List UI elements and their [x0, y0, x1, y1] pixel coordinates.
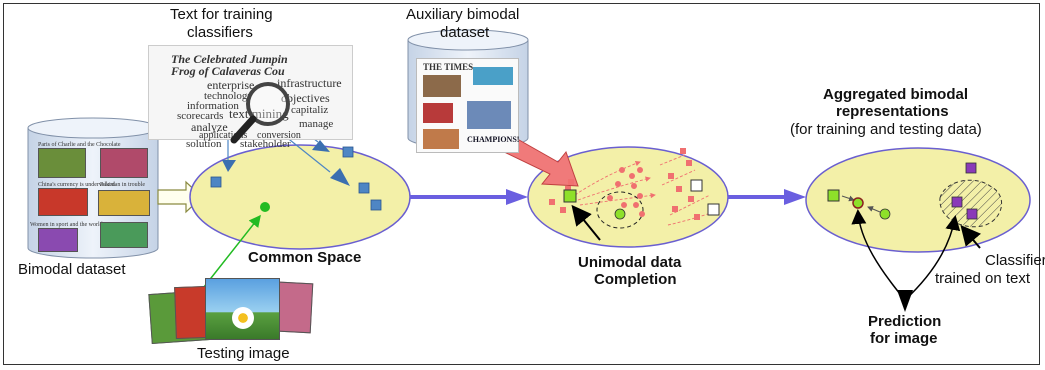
connector-arrow-2	[728, 189, 806, 205]
aggregate-arrow	[867, 206, 881, 213]
label-bimodal-dataset: Bimodal dataset	[18, 261, 126, 278]
word-cloud-word: infrastructure	[277, 76, 342, 90]
testing-image-photo	[205, 278, 280, 340]
label-unimodal: Completion	[594, 271, 677, 288]
word-cloud-word: objectives	[281, 91, 330, 105]
text-point	[210, 176, 222, 188]
dataset-caption: China's currency is undervalued	[38, 182, 115, 188]
text-to-space-arrowhead	[222, 160, 236, 172]
label-text-for-training: Text for training	[170, 6, 273, 23]
label-testing-image: Testing image	[197, 345, 290, 362]
text-to-space-arrowhead	[330, 168, 350, 186]
dataset-image	[100, 222, 148, 248]
newspaper-headline: CHAMPIONS!	[467, 135, 520, 144]
lime-query-point	[827, 189, 840, 202]
dashed-neighborhood	[596, 191, 644, 229]
word-cloud-word: stakeholder	[240, 138, 291, 150]
word-cloud-word: analyze	[191, 120, 228, 134]
dataset-caption: Women in sport and the world	[30, 222, 103, 228]
aggregate-arrow	[841, 195, 855, 202]
word-cloud-word: applications	[199, 130, 248, 141]
word-cloud-word: information	[187, 100, 239, 112]
lime-image-point	[614, 208, 626, 220]
connector-arrow-1	[410, 189, 528, 205]
auxiliary-arrow	[499, 135, 579, 187]
label-classifier: Classifier	[985, 252, 1045, 269]
red-completion-arcs	[574, 154, 715, 226]
label-unimodal: Unimodal data	[578, 254, 682, 271]
lime-query-point	[563, 189, 577, 203]
label-auxiliary: Auxiliary bimodal	[406, 6, 520, 23]
purple-point	[965, 162, 977, 174]
label-prediction: Prediction	[868, 313, 942, 330]
completion-pointer-arrow	[571, 204, 601, 241]
newspaper-masthead: THE TIMES	[423, 62, 474, 72]
newspaper-headline: Frog of Calaveras Cou	[171, 64, 285, 78]
word-cloud-word: solution	[186, 138, 222, 150]
word-cloud-word: text mining	[229, 106, 289, 121]
dataset-image	[100, 148, 148, 178]
label-prediction: for image	[870, 330, 938, 347]
text-to-space-arrowhead	[312, 140, 330, 152]
prediction-arrow-right	[904, 215, 961, 301]
classifier-pointer-arrow	[960, 224, 981, 249]
dataset-image	[38, 228, 78, 252]
dataset-image	[98, 190, 150, 216]
text-point	[358, 182, 370, 194]
empty-completion-point	[690, 179, 703, 192]
dataset-image	[38, 148, 86, 178]
training-text-newspaper: The Celebrated Jumpin Frog of Calaveras …	[148, 45, 353, 141]
dataset-image	[38, 188, 88, 216]
newspaper-headline: The Celebrated Jumpin	[171, 52, 288, 66]
text-point	[370, 199, 382, 211]
red-points	[549, 148, 700, 220]
lime-image-point	[879, 208, 891, 220]
text-point	[342, 146, 354, 158]
label-aggregated: representations	[836, 103, 949, 120]
purple-point	[966, 208, 978, 220]
word-cloud-word: technology	[204, 90, 253, 102]
prediction-arrowhead	[897, 290, 913, 312]
label-text-for-training: classifiers	[187, 24, 253, 41]
word-cloud-word: conversion	[257, 130, 301, 141]
image-point	[260, 202, 270, 212]
empty-completion-point	[707, 203, 720, 216]
aggregated-point	[852, 197, 864, 209]
label-common-space: Common Space	[248, 249, 362, 266]
word-cloud-word: enterprise	[207, 78, 255, 92]
word-cloud-word: capitaliz	[291, 104, 329, 116]
word-cloud-word: manage	[299, 118, 334, 130]
label-aggregated-sub: (for training and testing data)	[790, 121, 982, 138]
dataset-caption: Paris of Charlie and the Chocolate	[38, 142, 121, 148]
auxiliary-newspaper: THE TIMES CHAMPIONS!	[416, 58, 519, 153]
dataset-caption: Pakistan in trouble	[100, 182, 145, 188]
label-auxiliary: dataset	[440, 24, 490, 41]
magnifier-icon	[230, 82, 290, 144]
label-aggregated: Aggregated bimodal	[823, 86, 969, 103]
label-classifier: trained on text	[935, 270, 1031, 287]
word-cloud-word: scorecards	[177, 110, 224, 122]
purple-point	[951, 196, 963, 208]
